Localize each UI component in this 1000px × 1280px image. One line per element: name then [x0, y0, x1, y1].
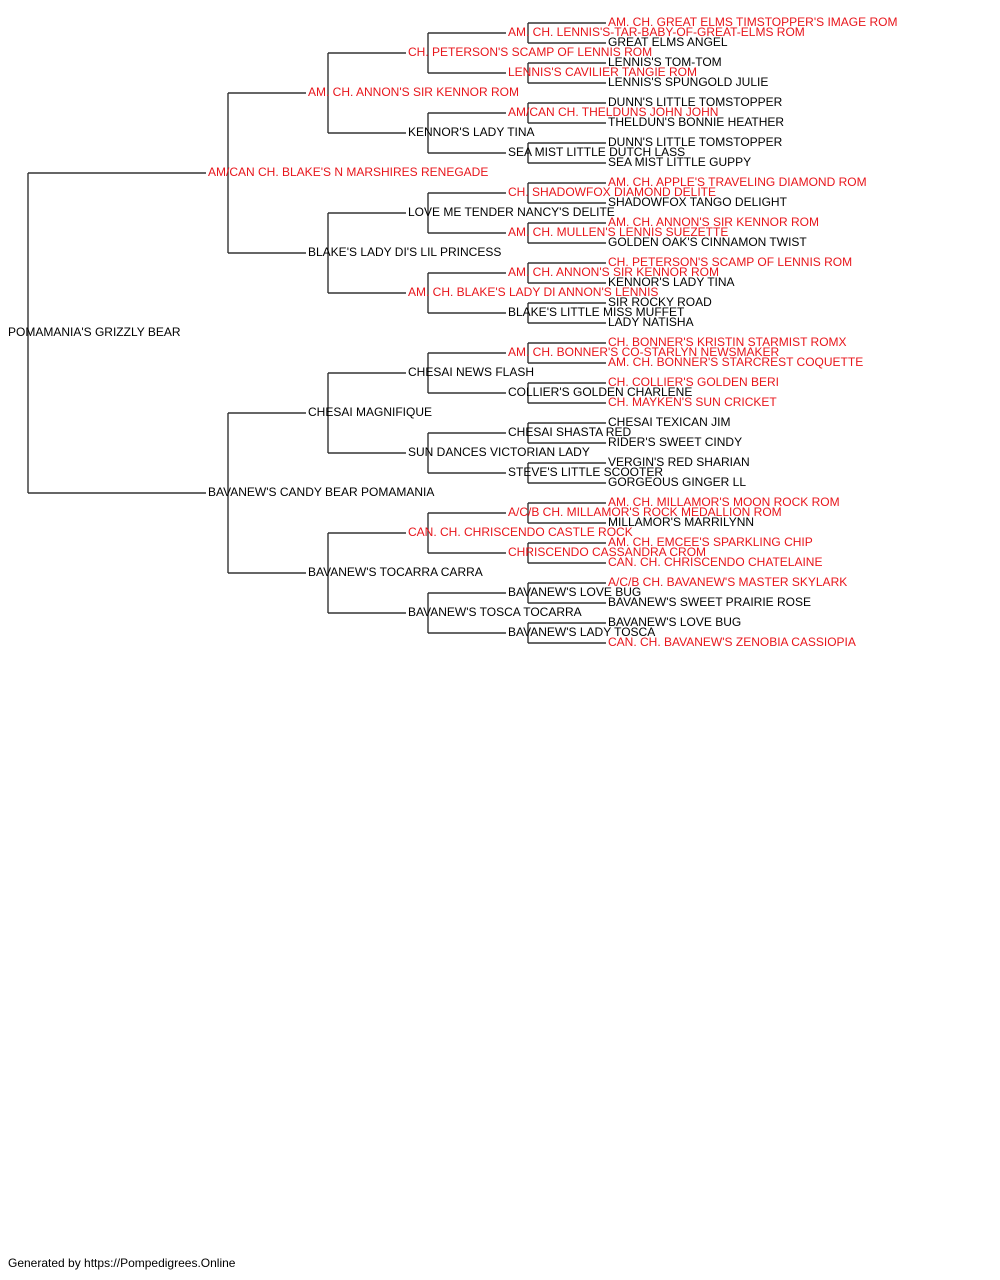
ancestor-name: CAN. CH. CHRISCENDO CHATELAINE	[608, 555, 822, 569]
ancestor-name: BAVANEW'S LOVE BUG	[508, 585, 641, 599]
ancestor-name: AM/CAN CH. THELDUNS JOHN JOHN	[508, 105, 718, 119]
ancestor-name: CHESAI MAGNIFIQUE	[308, 405, 432, 419]
ancestor-name: DUNN'S LITTLE TOMSTOPPER	[608, 135, 783, 149]
ancestor-name: GOLDEN OAK'S CINNAMON TWIST	[608, 235, 807, 249]
ancestor-name: KENNOR'S LADY TINA	[608, 275, 735, 289]
ancestor-name: CH. MAYKEN'S SUN CRICKET	[608, 395, 777, 409]
ancestor-name: AM. CH. BONNER'S STARCREST COQUETTE	[608, 355, 863, 369]
ancestor-name: RIDER'S SWEET CINDY	[608, 435, 742, 449]
ancestor-name: CAN. CH. BAVANEW'S ZENOBIA CASSIOPIA	[608, 635, 856, 649]
ancestor-name: DUNN'S LITTLE TOMSTOPPER	[608, 95, 783, 109]
ancestor-name: BAVANEW'S TOSCA TOCARRA	[408, 605, 582, 619]
ancestor-name: AM. CH. LENNIS'S-TAR-BABY-OF-GREAT-ELMS …	[508, 25, 805, 39]
ancestor-name: LADY NATISHA	[608, 315, 694, 329]
ancestor-name: THELDUN'S BONNIE HEATHER	[608, 115, 784, 129]
ancestor-name: CHESAI SHASTA RED	[508, 425, 631, 439]
ancestor-name: BAVANEW'S TOCARRA CARRA	[308, 565, 483, 579]
ancestor-name: VERGIN'S RED SHARIAN	[608, 455, 750, 469]
ancestor-name: MILLAMOR'S MARRILYNN	[608, 515, 754, 529]
ancestor-name: CAN. CH. CHRISCENDO CASTLE ROCK	[408, 525, 633, 539]
ancestor-name: A/C/B CH. MILLAMOR'S ROCK MEDALLION ROM	[508, 505, 782, 519]
ancestor-name: AM. CH. MULLEN'S LENNIS SUEZETTE	[508, 225, 728, 239]
ancestor-name: SEA MIST LITTLE GUPPY	[608, 155, 751, 169]
ancestor-name: COLLIER'S GOLDEN CHARLENE	[508, 385, 692, 399]
ancestor-name: BLAKE'S LADY DI'S LIL PRINCESS	[308, 245, 501, 259]
ancestor-name: CH. PETERSON'S SCAMP OF LENNIS ROM	[608, 255, 852, 269]
ancestor-name: SUN DANCES VICTORIAN LADY	[408, 445, 590, 459]
ancestor-name: AM/CAN CH. BLAKE'S N MARSHIRES RENEGADE	[208, 165, 488, 179]
ancestor-name: LENNIS'S TOM-TOM	[608, 55, 722, 69]
ancestor-name: AM. CH. EMCEE'S SPARKLING CHIP	[608, 535, 813, 549]
ancestor-name: CHESAI NEWS FLASH	[408, 365, 534, 379]
ancestor-name: GORGEOUS GINGER LL	[608, 475, 746, 489]
ancestor-name: CH. BONNER'S KRISTIN STARMIST ROMX	[608, 335, 847, 349]
ancestor-name: BAVANEW'S CANDY BEAR POMAMANIA	[208, 485, 434, 499]
ancestor-name: CHESAI TEXICAN JIM	[608, 415, 730, 429]
ancestor-name: AM. CH. ANNON'S SIR KENNOR ROM	[308, 85, 519, 99]
ancestor-name: AM. CH. APPLE'S TRAVELING DIAMOND ROM	[608, 175, 867, 189]
ancestor-name: GREAT ELMS ANGEL	[608, 35, 728, 49]
ancestor-name: SHADOWFOX TANGO DELIGHT	[608, 195, 788, 209]
ancestor-name: AM. CH. MILLAMOR'S MOON ROCK ROM	[608, 495, 840, 509]
footer-credit: Generated by https://Pompedigrees.Online	[8, 1256, 236, 1270]
ancestor-name: BAVANEW'S SWEET PRAIRIE ROSE	[608, 595, 811, 609]
ancestor-name: CHRISCENDO CASSANDRA CROM	[508, 545, 706, 559]
subject-dog-name: POMAMANIA'S GRIZZLY BEAR	[8, 325, 181, 339]
ancestor-name: CH. SHADOWFOX DIAMOND DELITE	[508, 185, 716, 199]
ancestor-name: CH. PETERSON'S SCAMP OF LENNIS ROM	[408, 45, 652, 59]
ancestor-name: LOVE ME TENDER NANCY'S DELITE	[408, 205, 615, 219]
ancestor-name: LENNIS'S SPUNGOLD JULIE	[608, 75, 768, 89]
ancestor-name: AM. CH. BONNER'S CO-STARLYN NEWSMAKER	[508, 345, 780, 359]
ancestor-name: AM. CH. BLAKE'S LADY DI ANNON'S LENNIS	[408, 285, 658, 299]
ancestor-name: KENNOR'S LADY TINA	[408, 125, 535, 139]
ancestor-name: SEA MIST LITTLE DUTCH LASS	[508, 145, 685, 159]
ancestor-name: CH. COLLIER'S GOLDEN BERI	[608, 375, 779, 389]
ancestor-name: BAVANEW'S LADY TOSCA	[508, 625, 655, 639]
ancestor-name: AM. CH. ANNON'S SIR KENNOR ROM	[508, 265, 719, 279]
ancestor-name: STEVE'S LITTLE SCOOTER	[508, 465, 663, 479]
ancestor-name: AM. CH. ANNON'S SIR KENNOR ROM	[608, 215, 819, 229]
ancestor-name: AM. CH. GREAT ELMS TIMSTOPPER'S IMAGE RO…	[608, 15, 897, 29]
ancestor-name: LENNIS'S CAVILIER TANGIE ROM	[508, 65, 697, 79]
ancestor-name: BAVANEW'S LOVE BUG	[608, 615, 741, 629]
ancestor-name: BLAKE'S LITTLE MISS MUFFET	[508, 305, 685, 319]
ancestor-name: A/C/B CH. BAVANEW'S MASTER SKYLARK	[608, 575, 847, 589]
ancestor-name: SIR ROCKY ROAD	[608, 295, 712, 309]
